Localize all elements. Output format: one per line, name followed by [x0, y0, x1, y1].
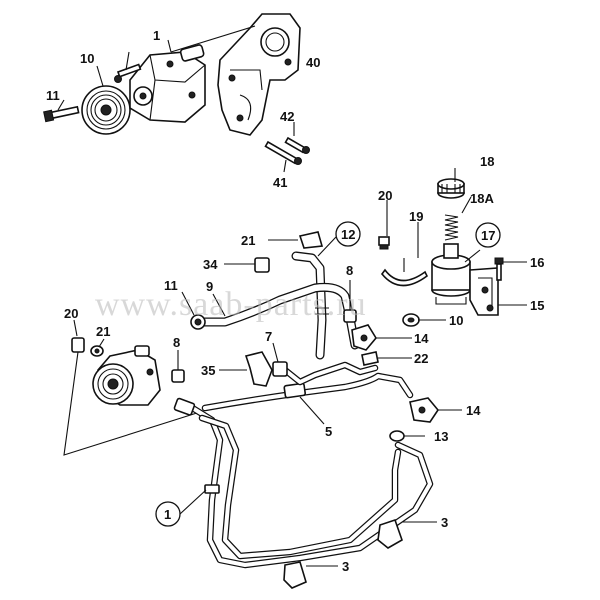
label-11-top: 11 — [46, 88, 60, 103]
top-pump-bolt — [114, 63, 142, 83]
washer-13 — [389, 430, 425, 442]
label-40: 40 — [306, 55, 320, 70]
pump-fitting-20-left — [71, 319, 85, 353]
label-8-left: 8 — [173, 335, 180, 350]
pipe-7 — [272, 342, 379, 386]
clip-21-mid — [268, 231, 324, 249]
label-5: 5 — [325, 424, 332, 439]
label-16: 16 — [530, 255, 544, 270]
label-14-upper: 14 — [414, 331, 429, 346]
label-3-right: 3 — [441, 515, 448, 530]
label-22: 22 — [414, 351, 428, 366]
callout-circle-12 — [335, 221, 361, 247]
label-15: 15 — [530, 298, 544, 313]
top-pulley — [81, 85, 131, 135]
lower-pump — [92, 345, 161, 406]
label-17: 17 — [481, 228, 495, 243]
label-34: 34 — [203, 257, 218, 272]
label-41: 41 — [273, 175, 287, 190]
top-pulley-bolt — [43, 105, 80, 123]
clip-3-right — [377, 518, 437, 549]
clip-3-bottom — [283, 561, 338, 589]
reservoir-bracket — [469, 267, 499, 316]
fitting-11-mid — [181, 291, 206, 330]
top-bolt-42 — [284, 136, 310, 154]
connector-8-right — [343, 280, 357, 323]
pressure-pipe-5 — [201, 372, 414, 412]
filter-spring — [444, 214, 459, 241]
label-11-mid: 11 — [164, 278, 178, 293]
label-8-right: 8 — [346, 263, 353, 278]
callout-circle-17 — [475, 222, 501, 248]
connector-8-left — [171, 350, 185, 383]
return-hose-9 — [195, 282, 360, 350]
label-21-left: 21 — [96, 324, 110, 339]
clamp-20-right — [378, 236, 390, 250]
reservoir — [431, 243, 471, 305]
hose-12 — [291, 251, 329, 360]
top-bolt-41 — [264, 140, 302, 165]
label-9: 9 — [206, 279, 213, 294]
label-12: 12 — [341, 227, 355, 242]
label-21-mid: 21 — [241, 233, 255, 248]
bolt-16 — [494, 257, 504, 281]
label-35: 35 — [201, 363, 215, 378]
top-pump — [129, 44, 206, 123]
label-13: 13 — [434, 429, 448, 444]
label-14-lower: 14 — [466, 403, 481, 418]
watermark-text: www.saab-parts.ru — [95, 286, 367, 323]
valve-14-lower — [409, 397, 462, 423]
label-1-top: 1 — [153, 28, 160, 43]
fitting-35 — [219, 351, 273, 387]
bottom-pipe-inner — [198, 414, 402, 560]
label-42: 42 — [280, 109, 294, 124]
label-10-top: 10 — [80, 51, 94, 66]
label-19: 19 — [409, 209, 423, 224]
label-18: 18 — [480, 154, 494, 169]
label-20-right: 20 — [378, 188, 392, 203]
washer-10-mid — [402, 313, 446, 327]
label-18a: 18A — [470, 191, 494, 206]
pump-washer-21-left — [90, 338, 105, 357]
label-7: 7 — [265, 329, 272, 344]
reservoir-cap — [437, 178, 465, 199]
label-20-left: 20 — [64, 306, 78, 321]
label-1-bottom: 1 — [164, 507, 171, 522]
clip-34 — [224, 257, 270, 273]
fitting-14-upper — [351, 324, 412, 351]
top-bracket — [217, 13, 301, 136]
clip-22 — [361, 351, 412, 366]
label-3-bottom: 3 — [342, 559, 349, 574]
bottom-pipe-1 — [173, 397, 434, 569]
label-10-mid: 10 — [449, 313, 463, 328]
callout-circle-1-bottom — [155, 501, 181, 527]
clamp-19 — [380, 258, 429, 287]
